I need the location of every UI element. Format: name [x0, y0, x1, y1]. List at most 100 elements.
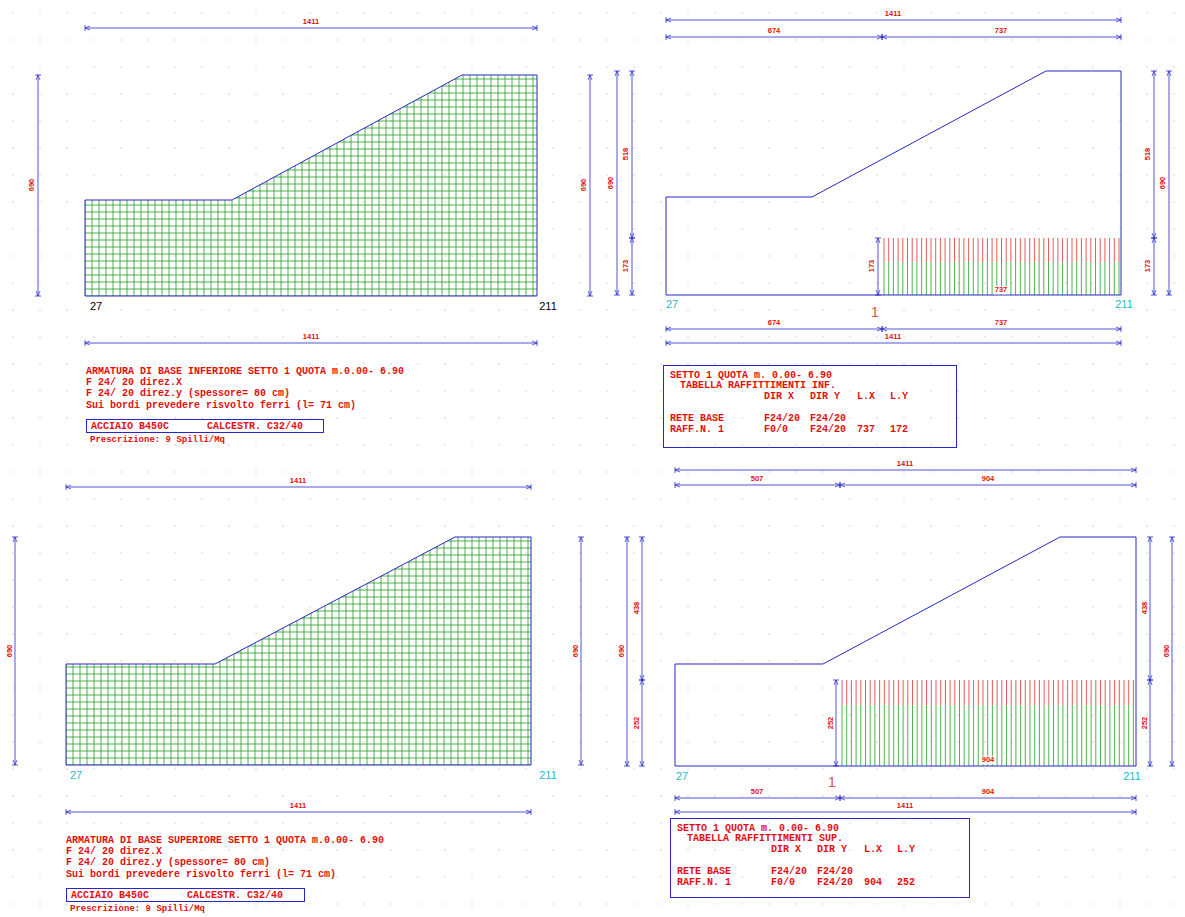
dimension-label: 737	[994, 286, 1009, 294]
dimension-label: 674	[768, 319, 781, 327]
dimension-label: 690	[1159, 177, 1167, 190]
dimension-label: 438	[1141, 602, 1149, 615]
table-cell: F24/20	[771, 866, 807, 877]
dimension-label: 737	[995, 27, 1008, 35]
table-cell: 737	[857, 424, 875, 435]
dimension-label: 173	[1144, 260, 1152, 273]
table-cell: L.Y	[890, 391, 908, 402]
dimension-label: 904	[982, 788, 995, 796]
dimension-label: 173	[622, 260, 630, 273]
reinforcement-table: SETTO 1 QUOTA m. 0.00- 6.90TABELLA RAFFI…	[663, 365, 957, 448]
dimension-label: 1411	[303, 333, 319, 341]
table-cell: F24/20	[817, 866, 853, 877]
section-number: 1	[871, 305, 879, 319]
extra-bars	[842, 680, 1133, 766]
rebar-mesh	[85, 75, 537, 296]
table-cell: 252	[897, 877, 915, 888]
table-cell: F24/20	[817, 877, 853, 888]
dimension-label: 252	[1141, 717, 1149, 730]
table-cell: TABELLA RAFFITTIMENTI INF.	[680, 380, 836, 391]
wall-outline	[66, 537, 531, 765]
dimension-label: 1411	[290, 477, 306, 485]
material-box: ACCIAIO B450C CALCESTR. C32/40	[66, 888, 305, 902]
point-number: 211	[1115, 299, 1133, 310]
dimension-label: 1411	[897, 460, 913, 468]
table-cell: L.Y	[897, 844, 915, 855]
dimension-label: 518	[622, 148, 630, 161]
note-text: ARMATURA DI BASE INFERIORE SETTO 1 QUOTA…	[86, 367, 404, 377]
dimension-label: 507	[751, 788, 764, 796]
dimension-label: 690	[572, 645, 580, 658]
table-cell: F0/0	[771, 877, 795, 888]
note-text: Prescrizione: 9 Spilli/Mq	[90, 436, 225, 445]
dimension-label: 904	[982, 475, 995, 483]
point-number: 27	[666, 299, 678, 310]
dimension-label: 173	[868, 260, 876, 273]
dimension-label: 518	[1144, 148, 1152, 161]
note-text: ARMATURA DI BASE SUPERIORE SETTO 1 QUOTA…	[66, 836, 384, 846]
material-spec: ACCIAIO B450C	[71, 890, 149, 901]
dimension-label: 690	[28, 179, 36, 192]
note-text: F 24/ 20 direz.X	[86, 378, 182, 388]
table-cell: RAFF.N. 1	[677, 877, 731, 888]
material-spec: CALCESTR. C32/40	[187, 890, 283, 901]
dimension-label: 904	[981, 756, 996, 764]
reinforcement-table: SETTO 1 QUOTA m. 0.00- 6.90TABELLA RAFFI…	[670, 818, 970, 898]
table-cell: F24/20	[810, 413, 846, 424]
point-number: 211	[539, 770, 557, 781]
point-number: 27	[90, 301, 102, 312]
dimension-label: 1411	[885, 10, 901, 18]
table-cell: 172	[890, 424, 908, 435]
table-cell: F24/20	[764, 413, 800, 424]
dimension-label: 1411	[303, 18, 319, 26]
dimension-label: 252	[633, 717, 641, 730]
note-text: Prescrizione: 9 Spilli/Mq	[70, 905, 205, 914]
point-number: 211	[539, 301, 557, 312]
wall-outline	[675, 537, 1136, 766]
material-spec: ACCIAIO B450C	[91, 421, 169, 432]
dimension-label: 690	[607, 177, 615, 190]
table-cell: DIR X	[771, 844, 801, 855]
material-box: ACCIAIO B450C CALCESTR. C32/40	[86, 419, 324, 433]
note-text: Sui bordi prevedere risvolto ferri (l= 7…	[66, 870, 336, 880]
table-cell: RAFF.N. 1	[670, 424, 724, 435]
dimension-label: 737	[995, 319, 1008, 327]
table-cell: SETTO 1 QUOTA m. 0.00- 6.90	[677, 823, 839, 834]
table-cell: TABELLA RAFFITTIMENTI SUP.	[687, 833, 843, 844]
dimension-label: 438	[633, 602, 641, 615]
dimension-label: 690	[1163, 645, 1171, 658]
note-text: F 24/ 20 direz.y (spessore= 80 cm)	[66, 858, 270, 868]
point-number: 27	[70, 770, 82, 781]
dimension-label: 690	[6, 645, 14, 658]
wall-outline	[666, 71, 1121, 295]
table-cell: 904	[864, 877, 882, 888]
table-cell: F24/20	[810, 424, 846, 435]
note-text: F 24/ 20 direz.y (spessore= 80 cm)	[86, 389, 290, 399]
dimension-label: 252	[827, 717, 835, 730]
extra-bars	[884, 238, 1119, 295]
point-number: 27	[676, 771, 688, 782]
table-cell: DIR Y	[817, 844, 847, 855]
table-cell: DIR Y	[810, 391, 840, 402]
dimension-lines	[12, 17, 1175, 815]
dimension-label: 674	[768, 27, 781, 35]
table-cell: DIR X	[764, 391, 794, 402]
dimension-label: 507	[751, 475, 764, 483]
table-cell: L.X	[857, 391, 875, 402]
point-number: 211	[1123, 771, 1141, 782]
material-spec: CALCESTR. C32/40	[207, 421, 303, 432]
dimension-label: 1411	[897, 802, 913, 810]
wall-outline	[85, 75, 537, 296]
note-text: F 24/ 20 direz.X	[66, 847, 162, 857]
table-cell: RETE BASE	[677, 866, 731, 877]
section-number: 1	[828, 775, 836, 789]
dimension-label: 1411	[290, 802, 306, 810]
table-cell: RETE BASE	[670, 413, 724, 424]
note-text: Sui bordi prevedere risvolto ferri (l= 7…	[86, 401, 356, 411]
table-cell: SETTO 1 QUOTA m. 0.00- 6.90	[670, 370, 832, 381]
table-cell: F0/0	[764, 424, 788, 435]
dimension-label: 1411	[885, 333, 901, 341]
table-cell: L.X	[864, 844, 882, 855]
